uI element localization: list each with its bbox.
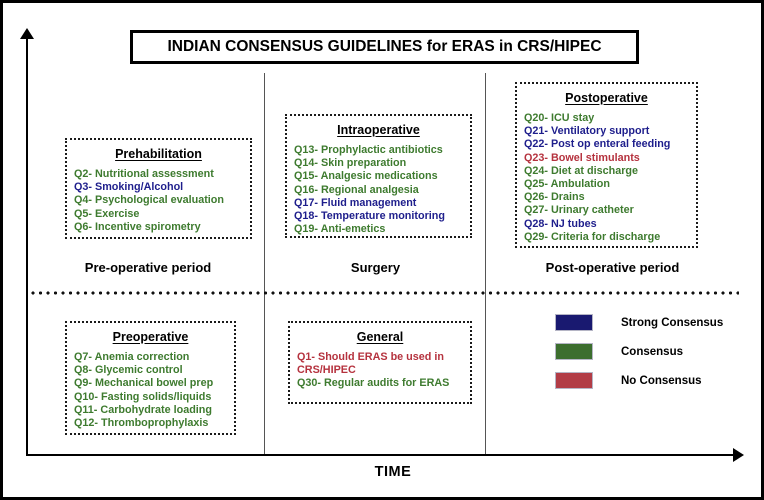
guideline-item: Q24- Diet at discharge: [524, 164, 639, 177]
guideline-item: Q26- Drains: [524, 191, 585, 204]
guideline-item: Q2- Nutritional assessment: [74, 168, 214, 180]
guideline-item: Q27- Urinary catheter: [524, 204, 634, 217]
guideline-item: Q19- Anti-emetics: [294, 223, 386, 236]
guideline-item: Q28- NJ tubes: [524, 217, 597, 230]
guideline-item: Q21- Ventilatory support: [524, 125, 650, 138]
period-label-surgery: Surgery: [350, 260, 401, 275]
guideline-item: Q7- Anemia correction: [74, 351, 190, 363]
figure-title-box: INDIAN CONSENSUS GUIDELINES for ERAS in …: [130, 30, 639, 64]
period-label-postoperative: Post-operative period: [545, 260, 680, 275]
preoperative-box-title: Preoperative: [112, 330, 189, 344]
time-axis-arrowhead-icon: [733, 448, 744, 462]
dotted-separator-line: [31, 291, 739, 295]
legend-row-consensus: Consensus: [555, 343, 760, 360]
general-box: General Q1- Should ERAS be used in CRS/H…: [288, 321, 472, 404]
y-axis-arrowhead-icon: [20, 28, 34, 39]
guideline-item: Q12- Thromboprophylaxis: [74, 417, 209, 430]
guideline-item: Q13- Prophylactic antibiotics: [294, 144, 443, 156]
guideline-item: Q5- Exercise: [74, 207, 140, 220]
guideline-item: Q15- Analgesic medications: [294, 170, 438, 183]
strong-consensus-swatch: [555, 314, 593, 331]
guideline-item: Q30- Regular audits for ERAS: [297, 377, 450, 390]
guideline-item: Q4- Psychological evaluation: [74, 194, 225, 207]
guideline-item: Q10- Fasting solids/liquids: [74, 390, 212, 403]
prehabilitation-box-title: Prehabilitation: [115, 147, 202, 161]
consensus-legend: Strong Consensus Consensus No Consensus: [555, 314, 760, 401]
guideline-item: Q14- Skin preparation: [294, 157, 407, 170]
postoperative-box-title: Postoperative: [565, 91, 648, 105]
strong-consensus-label: Strong Consensus: [621, 316, 724, 329]
phase-divider-1: [264, 73, 265, 454]
figure-title: INDIAN CONSENSUS GUIDELINES for ERAS in …: [167, 38, 602, 55]
guideline-item: Q18- Temperature monitoring: [294, 210, 445, 223]
legend-row-strong-consensus: Strong Consensus: [555, 314, 760, 331]
no-consensus-swatch: [555, 372, 593, 389]
legend-row-no-consensus: No Consensus: [555, 372, 760, 389]
y-axis-line: [26, 37, 28, 456]
phase-divider-2: [485, 73, 486, 454]
consensus-label: Consensus: [621, 345, 683, 358]
guideline-item: Q1- Should ERAS be used in CRS/HIPEC: [297, 351, 444, 377]
guideline-item: Q22- Post op enteral feeding: [524, 138, 671, 151]
guideline-item: Q20- ICU stay: [524, 112, 595, 124]
consensus-swatch: [555, 343, 593, 360]
guideline-item: Q8- Glycemic control: [74, 364, 183, 377]
guideline-item: Q17- Fluid management: [294, 196, 417, 209]
guideline-item: Q16- Regional analgesia: [294, 183, 419, 196]
general-box-title: General: [356, 330, 404, 344]
intraoperative-box-title: Intraoperative: [337, 123, 420, 137]
time-axis-label: TIME: [374, 464, 412, 480]
guideline-item: Q9- Mechanical bowel prep: [74, 377, 214, 390]
prehabilitation-box: Prehabilitation Q2- Nutritional assessme…: [65, 138, 252, 239]
period-label-preoperative: Pre-operative period: [84, 260, 212, 275]
guideline-item: Q29- Criteria for discharge: [524, 230, 661, 243]
intraoperative-box: Intraoperative Q13- Prophylactic antibio…: [285, 114, 472, 238]
no-consensus-label: No Consensus: [621, 374, 702, 387]
guideline-item: Q25- Ambulation: [524, 178, 610, 191]
guideline-item: Q11- Carbohydrate loading: [74, 403, 212, 416]
time-axis-line: [26, 454, 735, 456]
guideline-item: Q3- Smoking/Alcohol: [74, 181, 184, 194]
guideline-item: Q23- Bowel stimulants: [524, 151, 640, 164]
guideline-item: Q6- Incentive spirometry: [74, 220, 201, 233]
